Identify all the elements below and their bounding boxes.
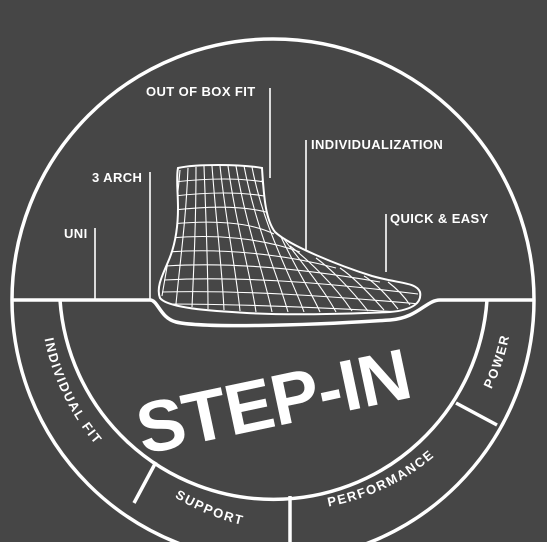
segment-support: SUPPORT [173,487,246,528]
segment-individual-fit: INDIVIDUAL FIT [42,336,106,447]
leader-lines [94,88,387,300]
segment-performance: PERFORMANCE [326,446,437,509]
foot-wireframe-icon [157,164,422,316]
main-title: STEP-IN [130,334,418,470]
segment-dividers [132,401,498,542]
label-3-arch: 3 ARCH [92,170,142,185]
label-uni: UNI [64,226,88,241]
label-out-of-box-fit: OUT OF BOX FIT [146,84,256,99]
divider-line [12,298,534,328]
segment-power: POWER [480,333,512,391]
label-individualization: INDIVIDUALIZATION [311,137,443,152]
inner-ring [58,299,489,502]
outer-ring [10,37,536,542]
label-quick-easy: QUICK & EASY [390,211,489,226]
